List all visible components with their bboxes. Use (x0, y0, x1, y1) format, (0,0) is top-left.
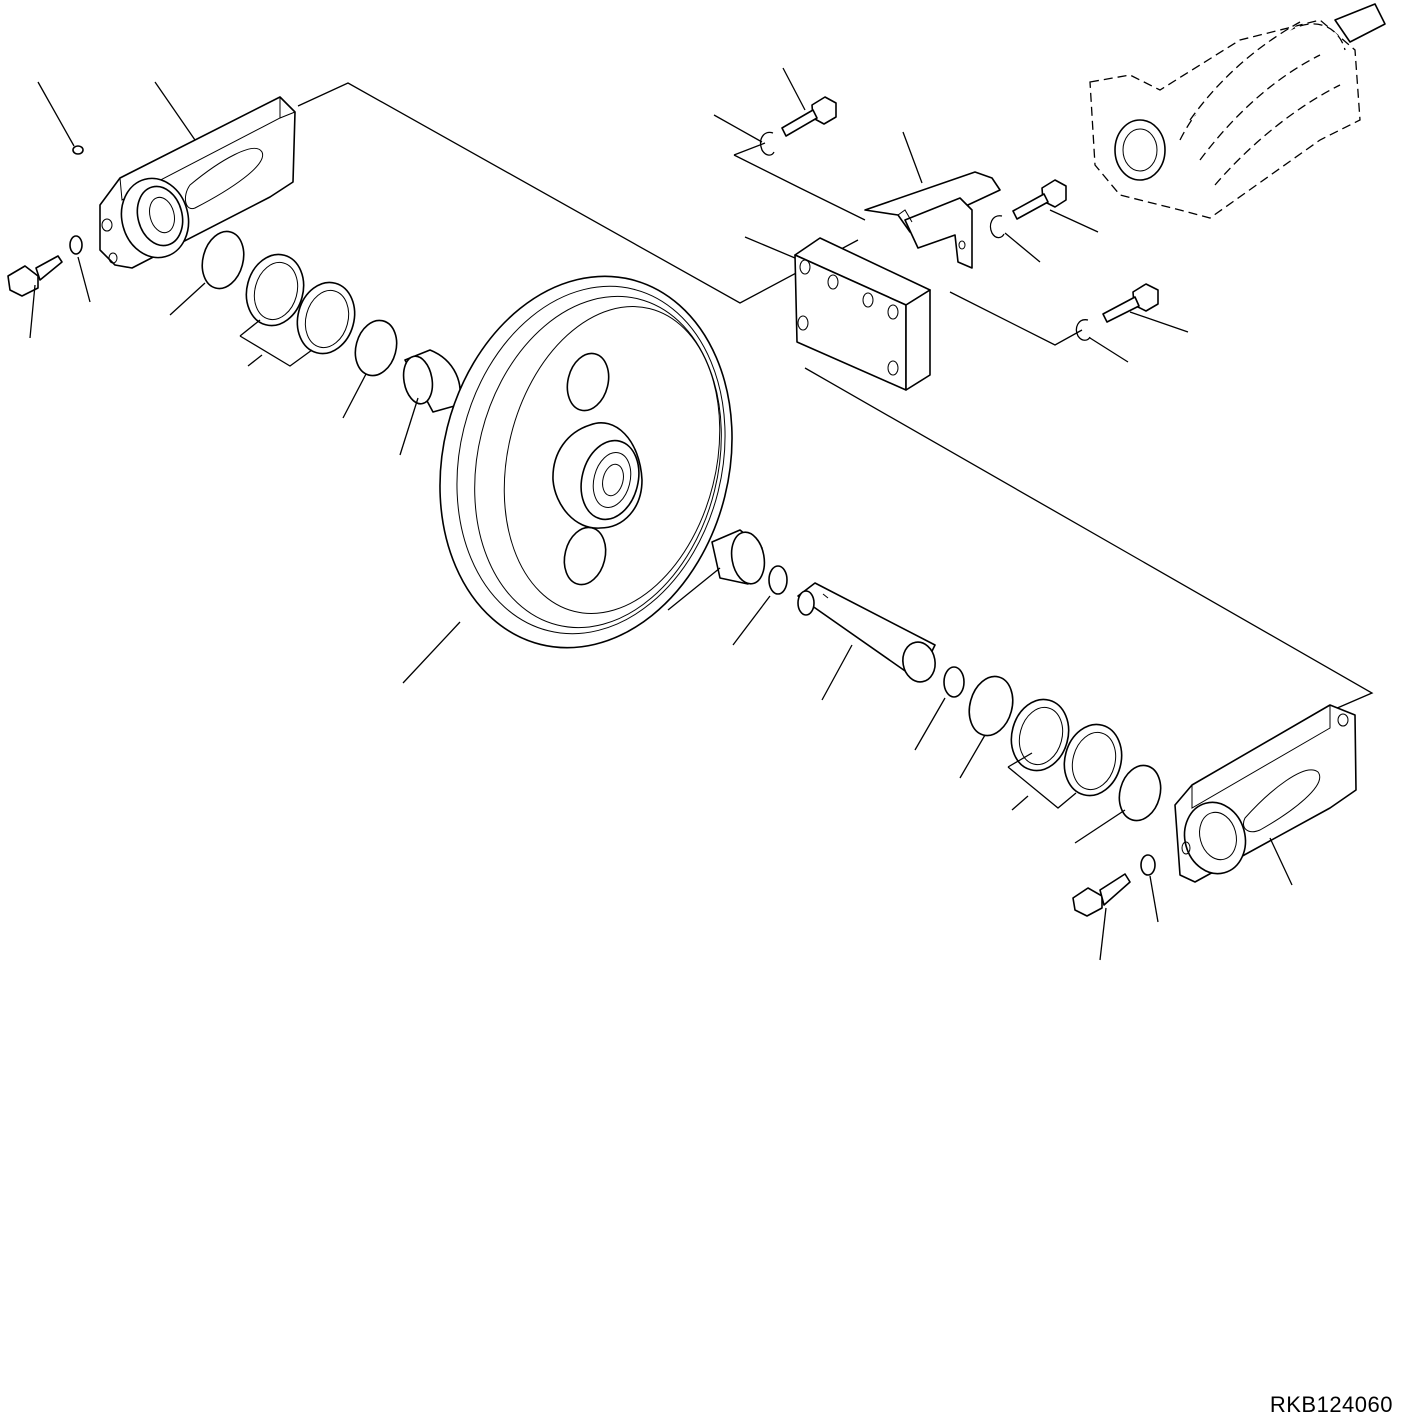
idler-shaft (798, 583, 938, 684)
grease-fitting (73, 146, 83, 154)
bushing-right (712, 530, 768, 587)
floating-seal-left (239, 248, 363, 360)
bolt-plate (1103, 284, 1158, 322)
bolt-bracket (1013, 180, 1066, 219)
o-ring-right-2 (1113, 761, 1166, 825)
left-yoke (100, 97, 295, 268)
o-ring-left-2 (349, 316, 402, 380)
bushing-left (400, 350, 460, 412)
bolt-right-yoke (1073, 874, 1130, 916)
washer-left-yoke (70, 236, 82, 254)
idler-wheel (402, 245, 770, 679)
floating-seal-right (1004, 693, 1130, 802)
bolt-left-yoke (8, 256, 62, 296)
o-ring-left (196, 227, 250, 293)
guard-bracket (865, 172, 1000, 268)
o-ring-right (963, 672, 1019, 741)
right-yoke (1175, 705, 1356, 882)
snap-ring-bracket (990, 216, 1004, 238)
snap-ring-top (761, 132, 774, 155)
recoil-spring-phantom (1090, 4, 1385, 218)
mounting-plate (795, 238, 930, 390)
o-ring-shaft-right (944, 667, 964, 697)
washer-right-yoke (1141, 855, 1155, 875)
o-ring-shaft-left (769, 566, 787, 594)
bolt-top (782, 97, 836, 136)
snap-ring-plate (1076, 320, 1090, 341)
leader-lines (30, 68, 1292, 960)
drawing-code: RKB124060 (1269, 1392, 1393, 1417)
